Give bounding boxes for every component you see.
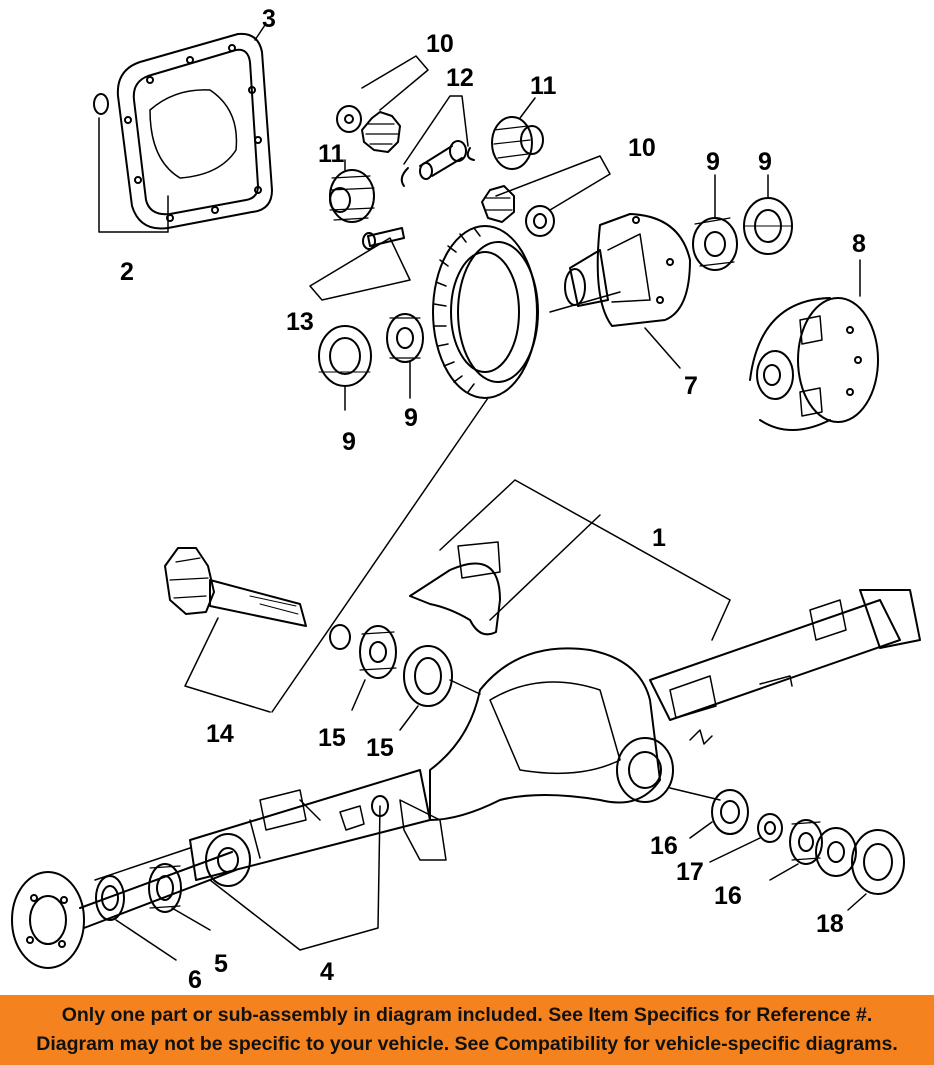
bearing-18 xyxy=(815,827,905,895)
spider-gear-10-upper xyxy=(361,111,401,153)
bearing-cap xyxy=(409,541,501,636)
axle-seal xyxy=(95,875,125,921)
spider-gear-washer-10 xyxy=(336,105,362,133)
axle-bearing xyxy=(148,863,182,913)
side-gear-11-left xyxy=(329,169,375,223)
callout-6: 6 xyxy=(188,966,202,994)
spider-gear-10-lower xyxy=(481,185,515,223)
pinion-crush-sleeve xyxy=(329,624,351,650)
callout-9: 9 xyxy=(706,148,720,176)
callout-11: 11 xyxy=(318,140,345,168)
axle-housing xyxy=(189,589,921,887)
bearing-cup-16-a xyxy=(711,789,749,835)
carrier-bearing-cup-9-c xyxy=(318,325,372,387)
seal-17 xyxy=(757,813,783,843)
rear-axle-exploded-diagram: 3 2 10 12 11 11 10 9 9 8 13 9 9 7 1 14 1… xyxy=(11,5,921,994)
ring-gear-bolt-13 xyxy=(362,227,405,250)
pinion-bearing-15-a xyxy=(359,625,397,679)
disclaimer-line-2: Diagram may not be specific to your vehi… xyxy=(36,1033,898,1055)
callout-13: 13 xyxy=(286,308,314,336)
ring-gear xyxy=(432,225,539,399)
differential-case xyxy=(564,213,691,327)
disclaimer-line-1: Only one part or sub-assembly in diagram… xyxy=(61,1004,873,1026)
callout-7: 7 xyxy=(684,372,698,400)
callout-3: 3 xyxy=(262,5,276,33)
callout-11: 11 xyxy=(530,72,557,100)
drive-pinion xyxy=(164,547,307,627)
side-gear-11-right xyxy=(491,116,544,170)
callout-15: 15 xyxy=(366,734,394,762)
callout-9: 9 xyxy=(404,404,418,432)
callout-12: 12 xyxy=(446,64,474,92)
callout-10: 10 xyxy=(628,134,656,162)
callout-9: 9 xyxy=(342,428,356,456)
fill-plug xyxy=(93,93,109,115)
callout-9: 9 xyxy=(758,148,772,176)
carrier-bearing-9-d xyxy=(386,313,424,363)
callout-10: 10 xyxy=(426,30,454,58)
clip-12-left xyxy=(400,167,409,187)
callout-1: 1 xyxy=(652,524,666,552)
thrust-washer-10 xyxy=(525,205,555,237)
callout-16: 16 xyxy=(714,882,742,910)
clip-12-right xyxy=(466,147,475,161)
pinion-shaft xyxy=(419,140,467,180)
pinion-bearing-cup-15-b xyxy=(403,645,453,707)
callout-18: 18 xyxy=(816,910,844,938)
differential-cover xyxy=(116,32,273,230)
disclaimer-banner: Only one part or sub-assembly in diagram… xyxy=(0,995,934,1065)
callout-16: 16 xyxy=(650,832,678,860)
callout-5: 5 xyxy=(214,950,228,978)
axle-shaft xyxy=(11,851,237,969)
limited-slip-differential xyxy=(749,297,879,431)
callout-2: 2 xyxy=(120,258,134,286)
carrier-bearing-cup-9-b xyxy=(743,197,793,255)
callout-8: 8 xyxy=(852,230,866,258)
callout-15: 15 xyxy=(318,724,346,752)
callout-17: 17 xyxy=(676,858,704,886)
callout-14: 14 xyxy=(206,720,234,748)
bearing-16-b xyxy=(789,819,823,865)
carrier-bearing-9-a xyxy=(692,217,738,271)
callout-4: 4 xyxy=(320,958,334,986)
